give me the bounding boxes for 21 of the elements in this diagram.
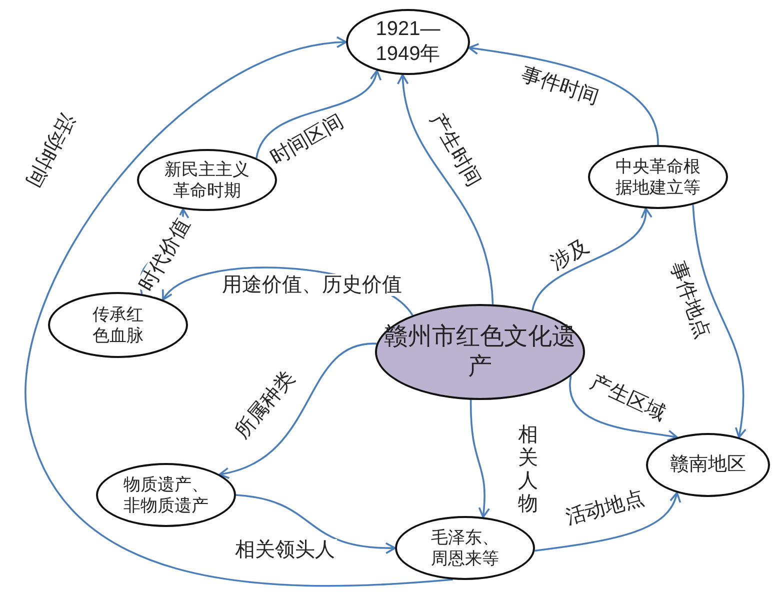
- arrow: [398, 74, 494, 304]
- arrow: [468, 43, 659, 146]
- edge-label: 用途价值、历史价值: [220, 274, 404, 296]
- concept-ellipse: 赣南地区: [646, 433, 770, 497]
- arrow: [24, 37, 453, 586]
- arrow: [534, 492, 680, 552]
- concept-ellipse: 赣州市红色文化遗产: [375, 304, 585, 400]
- concept-ellipse: 物质遗产、非物质遗产: [96, 463, 236, 527]
- arrow: [470, 400, 490, 518]
- concept-ellipse: 中央革命根据地建立等: [588, 145, 728, 209]
- edge-label: 相关领头人: [233, 539, 337, 561]
- concept-ellipse: 传承红色血脉: [48, 292, 188, 358]
- edge-label: 相关人物: [516, 424, 540, 516]
- concept-ellipse: 毛泽东、周恩来等: [395, 516, 535, 580]
- arrow: [532, 208, 651, 311]
- concept-ellipse: 1921—1949年: [346, 9, 470, 75]
- arrow: [692, 204, 746, 438]
- arrow: [256, 70, 380, 158]
- arrow: [236, 494, 396, 554]
- arrow: [569, 376, 678, 442]
- arrow: [218, 342, 377, 478]
